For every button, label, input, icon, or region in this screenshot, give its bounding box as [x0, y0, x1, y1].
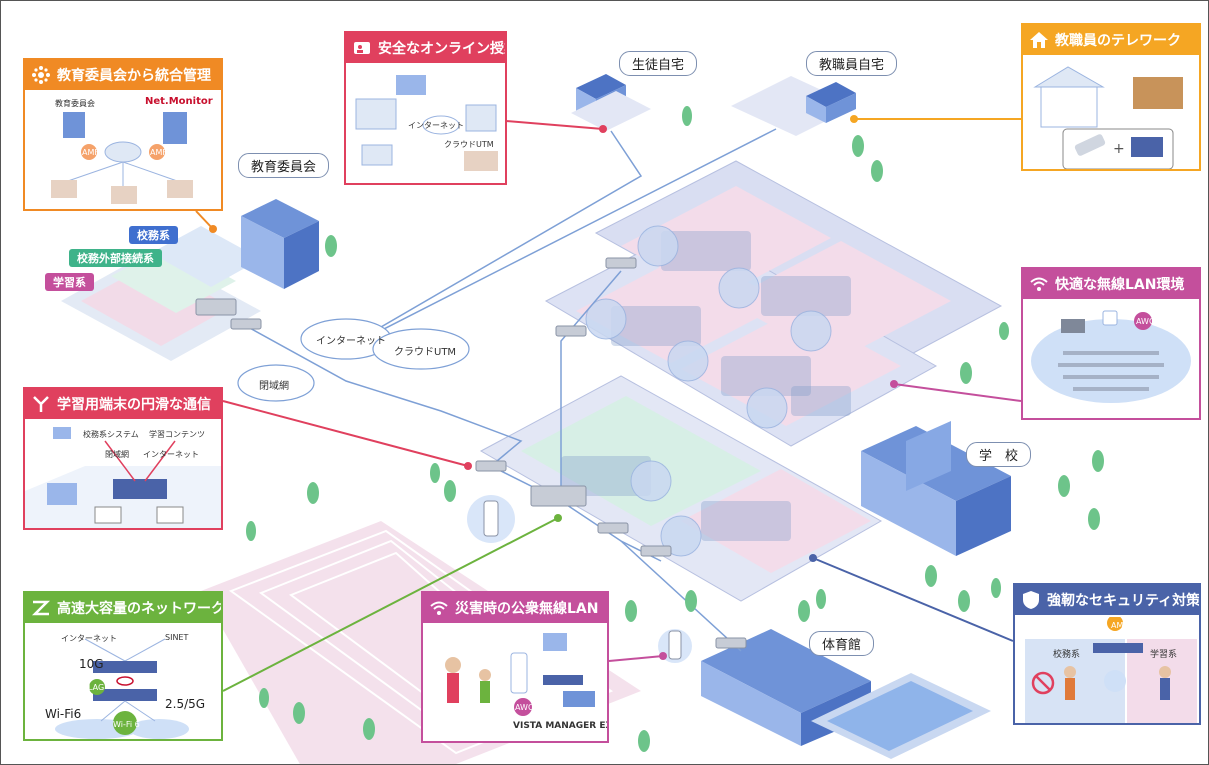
classroom — [681, 469, 871, 573]
telework-panel-illustration: + — [1033, 66, 1183, 169]
amf-right: AMF — [150, 148, 167, 157]
external-tag: 校務外部接続系 — [69, 249, 162, 267]
panel-wifi-title: 快適な無線LAN環境 — [1055, 277, 1185, 293]
callout-lines — [195, 118, 1022, 692]
board-building — [241, 199, 319, 289]
network-lag-label: LAG — [88, 683, 105, 692]
vista-manager-label: VISTA MANAGER EX — [513, 721, 609, 731]
panel-learning-title: 学習用端末の円滑な通信 — [57, 397, 211, 413]
panel-security-header: 強靭なセキュリティ対策 — [1015, 585, 1199, 615]
learning-tag: 学習系 — [45, 273, 94, 291]
panel-online-lesson: 安全なオンライン授業 インターネット クラウドUTM — [344, 31, 507, 185]
gym-label: 体育館 — [809, 631, 875, 656]
online-internet-label: インターネット — [408, 121, 464, 130]
panel-wifi-header: 快適な無線LAN環境 — [1023, 269, 1199, 299]
closed-network-label: 閉域網 — [259, 381, 289, 392]
network-sinet-label: SINET — [165, 633, 189, 642]
access-point-coverage — [585, 225, 832, 557]
network-switches — [195, 257, 747, 649]
panel-network-header: 高速大容量のネットワーク — [25, 593, 221, 623]
panel-high-speed-network: 高速大容量のネットワーク インターネット SINET 10G LAG 2.5/5… — [23, 591, 223, 741]
internet-cloud-label: インターネット — [316, 336, 386, 347]
wifi-awc-label: AWC — [1136, 317, 1155, 326]
school-label: 学 校 — [966, 442, 1032, 467]
panel-telework-title: 教職員のテレワーク — [1055, 33, 1181, 49]
panel-network-title: 高速大容量のネットワーク — [57, 601, 223, 617]
panel-telework-header: 教職員のテレワーク — [1023, 25, 1199, 55]
online-panel-illustration — [355, 75, 498, 171]
learning-panel-illustration — [25, 427, 221, 528]
school-building — [861, 421, 1011, 556]
student-home — [571, 74, 651, 131]
security-panel-illustration — [1025, 617, 1197, 723]
panel-telework: 教職員のテレワーク + — [1021, 23, 1201, 171]
network-internet-label: インターネット — [61, 634, 117, 643]
disaster-panel-illustration — [445, 633, 595, 716]
speed-icon — [31, 598, 51, 618]
network-wifi6-badge: Wi-Fi 6 — [113, 720, 140, 729]
admin-tag: 校務系 — [129, 226, 178, 244]
wifi-icon — [1029, 274, 1049, 294]
admin-zone — [151, 226, 261, 287]
server-room — [521, 396, 761, 526]
panel-learning-devices: 学習用端末の円滑な通信 校務系システム 学習コンテンツ 閉域網 インターネット — [23, 387, 223, 530]
panel-board-management: 教育委員会から統合管理 教育委員会 Net.Monitor AMF AMF — [23, 58, 223, 211]
classroom-desks — [561, 231, 851, 541]
clouds — [237, 318, 470, 402]
panel-learning-header: 学習用端末の円滑な通信 — [25, 389, 221, 419]
panel-board-title: 教育委員会から統合管理 — [57, 68, 211, 84]
panel-wireless-lan: 快適な無線LAN環境 AWC — [1021, 267, 1201, 420]
panel-online-header: 安全なオンライン授業 — [346, 33, 505, 63]
home-icon — [1029, 30, 1049, 50]
svg-text:+: + — [1113, 141, 1125, 157]
learning-system-label: 校務系システム — [83, 430, 139, 439]
network-speed-25g: 2.5/5G — [165, 697, 206, 711]
student-home-label: 生徒自宅 — [619, 51, 698, 76]
disaster-awc-label: AWC — [515, 703, 534, 712]
panel-disaster-header: 災害時の公衆無線LAN — [423, 593, 607, 623]
amf-left: AMF — [82, 148, 99, 157]
video-class-icon — [352, 38, 372, 58]
security-amf-label: AMF — [1111, 621, 1128, 630]
panel-disaster-wifi: 災害時の公衆無線LAN AWC VISTA MANAGER EX — [421, 591, 609, 743]
wifi-icon — [429, 598, 449, 618]
online-utm-label: クラウドUTM — [444, 140, 494, 149]
staff-home-label: 教職員自宅 — [806, 51, 898, 76]
board-panel-illustration — [51, 112, 193, 204]
wifi-panel-illustration — [1031, 310, 1191, 403]
security-learning-label: 学習系 — [1150, 650, 1178, 660]
classroom — [681, 309, 901, 426]
panel-security-title: 強靭なセキュリティ対策 — [1047, 593, 1201, 609]
panel-security: 強靭なセキュリティ対策 AMF 校務系 学習系 — [1013, 583, 1201, 725]
callout-dots — [209, 115, 898, 660]
panel-disaster-title: 災害時の公衆無線LAN — [455, 601, 599, 617]
panel-online-title: 安全なオンライン授業 — [378, 41, 507, 57]
network-hub-icon — [31, 65, 51, 85]
utm-cloud-label: クラウドUTM — [394, 347, 457, 358]
board-left-label: 教育委員会 — [55, 99, 95, 108]
staff-home — [731, 76, 856, 136]
learning-contents-label: 学習コンテンツ — [149, 430, 205, 439]
swimming-pool — [811, 673, 991, 759]
board-label: 教育委員会 — [238, 153, 330, 178]
learning-internet-label: インターネット — [143, 450, 199, 459]
learning-zone — [81, 263, 231, 346]
split-arrow-icon — [31, 394, 51, 414]
shield-icon — [1021, 590, 1041, 610]
learning-closed-label: 閉域網 — [105, 450, 129, 459]
security-admin-label: 校務系 — [1053, 650, 1081, 660]
network-panel-illustration — [55, 638, 189, 739]
panel-board-header: 教育委員会から統合管理 — [25, 60, 221, 90]
network-speed-10g: 10G — [79, 657, 104, 671]
network-wifi6-label: Wi-Fi6 — [45, 707, 82, 721]
netmonitor-label: Net.Monitor — [145, 96, 213, 107]
